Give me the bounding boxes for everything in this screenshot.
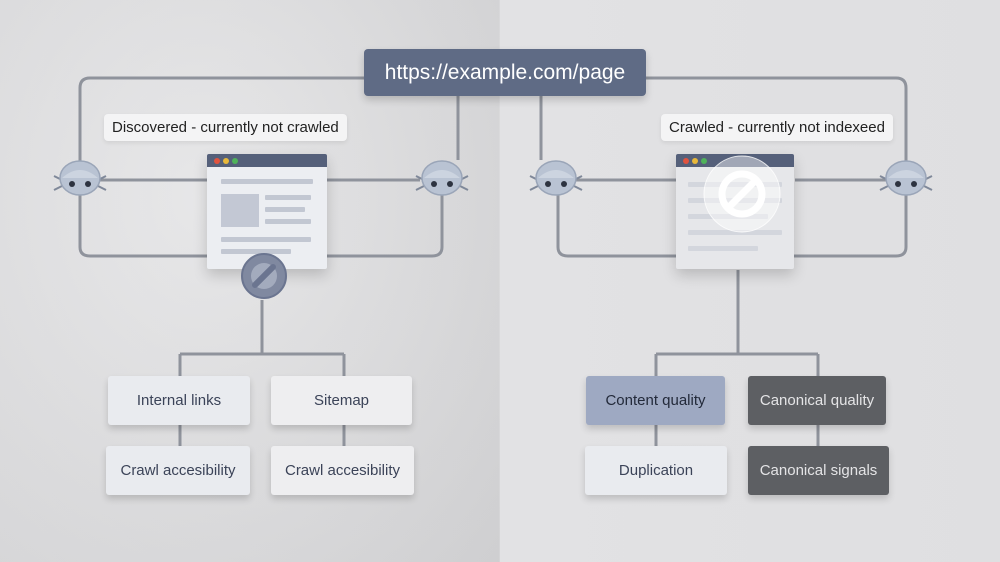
left-tree-wire (178, 300, 346, 449)
right-block-icon (703, 155, 781, 233)
card-internal-links: Internal links (108, 376, 250, 425)
card-crawl-accessibility-left: Crawl accesibility (106, 446, 250, 495)
card-content-quality: Content quality (586, 376, 725, 425)
crawler-robot-icon (415, 160, 469, 196)
card-crawl-accessibility-right: Crawl accesibility (271, 446, 414, 495)
right-loop-wire (556, 76, 908, 258)
left-browser-window-icon (207, 154, 327, 269)
crawler-robot-icon (53, 160, 107, 196)
right-status-label: Crawled - currently not indexeed (661, 114, 893, 141)
crawler-robot-icon (879, 160, 933, 196)
left-block-icon (241, 253, 287, 299)
left-status-label: Discovered - currently not crawled (104, 114, 347, 141)
url-bar: https://example.com/page (364, 49, 646, 96)
card-canonical-signals: Canonical signals (748, 446, 889, 495)
right-tree-wire (654, 270, 820, 449)
crawler-robot-icon (529, 160, 583, 196)
card-duplication: Duplication (585, 446, 727, 495)
card-sitemap: Sitemap (271, 376, 412, 425)
left-loop-wire (78, 76, 444, 258)
card-canonical-quality: Canonical quality (748, 376, 886, 425)
